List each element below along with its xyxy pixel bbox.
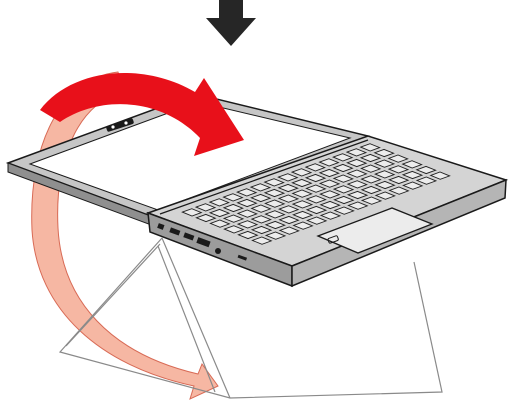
keyboard-key: [319, 211, 342, 220]
keyboard-key: [209, 219, 231, 228]
keyboard-key: [292, 210, 314, 220]
keyboard-key: [236, 188, 258, 197]
keyboard-key: [415, 165, 437, 175]
keyboard-key: [181, 208, 203, 217]
keyboard-key: [429, 171, 451, 180]
keyboard-key: [278, 205, 300, 214]
keyboard-key: [236, 198, 258, 208]
keyboard-key: [223, 225, 245, 234]
keyboard-key: [263, 188, 286, 198]
keyboard-key: [291, 178, 313, 188]
keyboard-key: [345, 148, 368, 157]
keyboard-key: [304, 173, 327, 183]
keyboard-key: [290, 168, 313, 177]
keyboard-key: [319, 200, 341, 210]
keyboard-key: [263, 178, 285, 187]
keyboard-key: [277, 194, 300, 203]
keyboard-key: [387, 165, 410, 174]
keyboard-key: [277, 173, 299, 182]
keyboard-key: [222, 214, 245, 223]
keyboard-key: [374, 191, 396, 200]
keyboard-key: [373, 148, 395, 158]
fingerprint-reader: [327, 235, 339, 244]
keyboard-key: [359, 153, 382, 163]
keyboard-key: [415, 176, 438, 185]
keyboard-key: [236, 209, 258, 218]
keyboard-key: [360, 164, 382, 173]
keyboard-key: [305, 205, 328, 215]
keyboard-key: [236, 220, 259, 229]
keyboard-key: [264, 220, 286, 230]
keyboard-key: [264, 199, 286, 208]
keyboard-key: [359, 143, 381, 152]
keyboard-key: [333, 195, 355, 205]
keyboard-key: [319, 190, 341, 199]
keyboard-key: [373, 159, 396, 168]
keyboard-key: [360, 196, 383, 205]
keyboard-key: [195, 213, 217, 223]
keyboard-key: [292, 221, 314, 230]
keyboard-key: [194, 203, 217, 212]
keyboard-key: [388, 175, 410, 185]
side-ports: [157, 223, 248, 261]
keyboard-key: [222, 193, 244, 202]
keyboard-key: [333, 206, 355, 215]
keyboard-key: [332, 185, 355, 194]
keyboard-key: [278, 226, 300, 235]
curved-rotate-arrow-icon: [40, 72, 244, 156]
keyboard-key: [388, 186, 410, 195]
keyboard-key: [264, 231, 287, 240]
keyboard-key: [318, 168, 340, 178]
keyboard-key: [360, 185, 382, 195]
keyboard-key: [347, 201, 369, 210]
keyboard-key: [401, 160, 423, 169]
keyboard-key: [222, 203, 244, 213]
keyboard-key: [208, 198, 230, 207]
keyboard-key: [387, 154, 409, 163]
keyboard-key: [374, 180, 396, 190]
camera-icon: [106, 118, 134, 132]
touchpad: [316, 207, 434, 254]
keyboard-key: [401, 170, 424, 180]
keyboard-key: [291, 189, 313, 198]
keyboard-key: [305, 195, 327, 204]
keyboard-key: [305, 184, 327, 193]
keyboard-key: [278, 215, 300, 225]
keyboard-key: [250, 193, 272, 203]
keyboard-key: [332, 174, 354, 183]
keyboard-key: [346, 190, 369, 200]
keyboard-key: [318, 179, 341, 188]
keyboard-key: [346, 180, 368, 189]
kickstand: [58, 237, 443, 399]
keyboard-key: [360, 175, 382, 184]
keyboard-key: [277, 183, 299, 193]
keyboard-key: [250, 225, 273, 235]
keyboard-key: [402, 181, 424, 190]
keyboard: [181, 143, 451, 245]
keyboard-key: [332, 153, 354, 162]
keyboard-key: [249, 183, 272, 192]
keyboard-key: [250, 215, 272, 224]
keyboard-key: [291, 200, 314, 209]
keyboard-key: [306, 216, 328, 225]
keyboard-key: [374, 170, 396, 179]
keyboard-key: [237, 230, 259, 240]
keyboard-key: [346, 169, 368, 178]
laptop-base: [145, 135, 509, 288]
keyboard-key: [332, 163, 354, 173]
keyboard-key: [346, 158, 368, 168]
keyboard-key: [251, 236, 273, 245]
laptop-screen: [5, 93, 371, 227]
keyboard-key: [264, 210, 286, 219]
keyboard-key: [208, 208, 231, 218]
keyboard-key: [304, 163, 326, 172]
keyboard-key: [318, 158, 340, 167]
arrow-down-icon: [206, 0, 256, 46]
keyboard-key: [250, 204, 272, 213]
